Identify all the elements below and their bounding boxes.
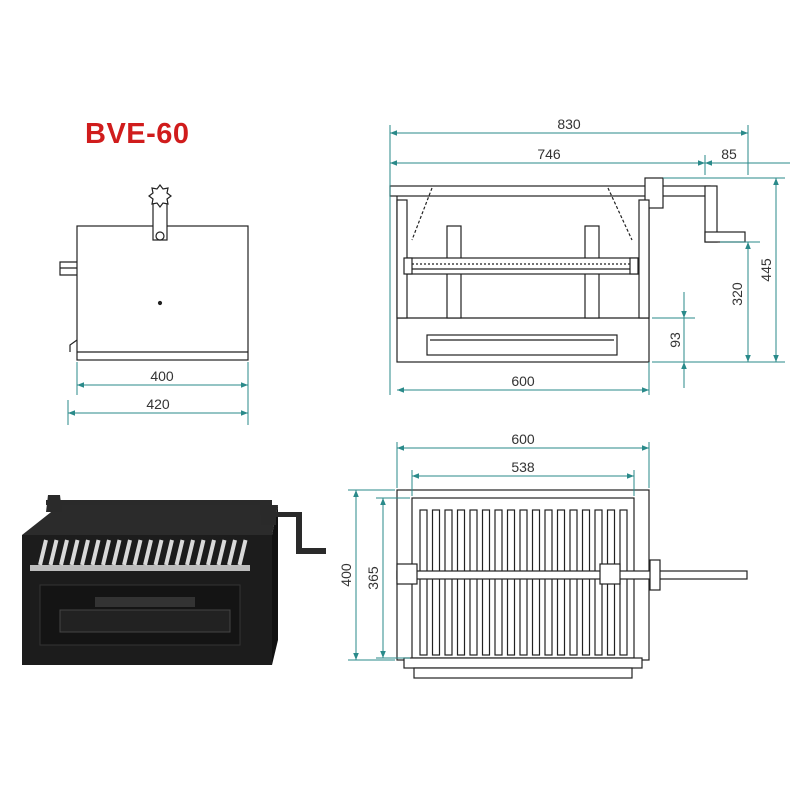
product-title: BVE-60 — [85, 118, 190, 150]
grill-bar — [132, 539, 143, 566]
dim-front-445: 445 — [758, 258, 774, 282]
top-grill-bar — [481, 509, 491, 656]
dim-top-600: 600 — [511, 431, 535, 447]
grill-bar — [69, 539, 80, 566]
top-grill-bar — [431, 509, 441, 656]
top-dimensions — [348, 442, 650, 661]
top-grill-bar — [531, 509, 541, 656]
dim-front-600: 600 — [511, 373, 535, 389]
dim-side-420: 420 — [146, 396, 170, 412]
grill-bar — [111, 539, 122, 566]
dim-front-85: 85 — [721, 146, 737, 162]
grill-bar — [227, 539, 237, 566]
top-grill-bar — [494, 509, 503, 656]
grill-bar — [48, 539, 59, 566]
dim-front-830: 830 — [557, 116, 581, 132]
grill-bar — [174, 539, 185, 566]
dim-top-538: 538 — [511, 459, 535, 475]
grill-bar — [101, 539, 111, 566]
dim-top-365: 365 — [365, 566, 381, 590]
grill-bar — [143, 539, 153, 566]
front-dimensions — [389, 125, 790, 395]
top-grill-bar — [581, 509, 591, 656]
grill-bar — [195, 539, 206, 566]
dim-side-400: 400 — [150, 368, 174, 384]
grill-bar — [38, 539, 48, 566]
grill-bar — [59, 539, 69, 566]
grill-3d-render — [22, 495, 326, 665]
dim-front-320: 320 — [729, 282, 745, 306]
grill-bar — [153, 539, 164, 566]
top-grill-bar — [456, 509, 466, 656]
grill-bar — [90, 539, 101, 566]
top-grill-bar — [519, 509, 528, 656]
top-grill-bar — [569, 509, 578, 656]
top-grill-bar — [469, 509, 478, 656]
grill-bar — [164, 539, 174, 566]
dim-top-400: 400 — [338, 563, 354, 587]
top-grill-bar — [444, 509, 453, 656]
grill-bar — [206, 539, 216, 566]
grill-bar — [216, 539, 227, 566]
top-grill-bar — [506, 509, 516, 656]
grill-bar — [185, 539, 195, 566]
dim-front-746: 746 — [537, 146, 561, 162]
side-view — [59, 184, 249, 361]
top-grill-bar — [556, 509, 566, 656]
grill-bar — [237, 539, 248, 566]
top-grill-bar — [544, 509, 553, 656]
dim-front-93: 93 — [667, 332, 683, 348]
grill-bar — [122, 539, 132, 566]
grill-bar — [80, 539, 90, 566]
top-grill-bar — [419, 509, 428, 656]
top-grill-bar — [619, 509, 628, 656]
top-view — [396, 489, 748, 679]
side-dimensions — [67, 362, 249, 425]
front-view — [389, 177, 746, 363]
